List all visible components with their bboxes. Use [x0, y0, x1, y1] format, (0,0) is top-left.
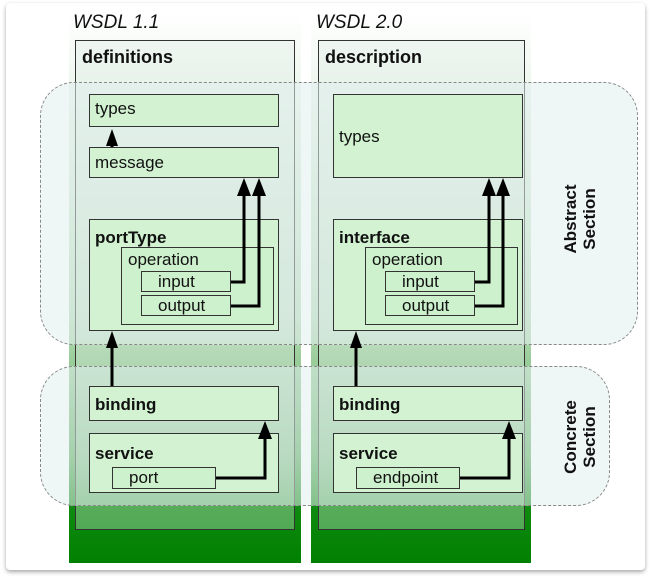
wsdl20-interface-label: interface — [339, 228, 410, 247]
wsdl11-service-label: service — [95, 444, 154, 463]
wsdl11-input-box: input — [141, 271, 231, 292]
definitions-label: definitions — [82, 47, 173, 67]
wsdl20-types-label: types — [339, 127, 380, 146]
wsdl20-types-box: types — [333, 94, 523, 178]
wsdl11-types-label: types — [95, 99, 136, 118]
wsdl11-message-label: message — [95, 153, 164, 172]
wsdl11-port-box: port — [112, 467, 216, 489]
wsdl20-output-label: output — [402, 296, 450, 315]
wsdl20-output-box: output — [385, 295, 475, 316]
wsdl11-output-label: output — [158, 296, 206, 315]
wsdl20-input-box: input — [385, 271, 475, 292]
wsdl11-porttype-label: portType — [95, 228, 167, 247]
abstract-section-label: Abstract Section — [561, 179, 599, 259]
wsdl20-operation-label: operation — [372, 250, 443, 269]
abstract-label-line2: Section — [580, 188, 599, 250]
wsdl20-input-label: input — [402, 272, 439, 291]
wsdl11-port-label: port — [129, 468, 159, 487]
wsdl11-title: WSDL 1.1 — [73, 12, 160, 33]
wsdl20-binding-label: binding — [339, 395, 401, 414]
wsdl11-operation-label: operation — [128, 250, 199, 269]
wsdl11-binding-box: binding — [89, 386, 279, 421]
concrete-section-label: Concrete Section — [561, 397, 599, 477]
description-label: description — [325, 47, 423, 67]
wsdl20-title: WSDL 2.0 — [316, 12, 403, 33]
wsdl20-endpoint-box: endpoint — [356, 467, 460, 489]
wsdl20-endpoint-label: endpoint — [373, 468, 439, 487]
concrete-label-line1: Concrete — [561, 400, 580, 474]
wsdl11-message-box: message — [89, 147, 279, 178]
wsdl20-service-label: service — [339, 444, 398, 463]
wsdl11-output-box: output — [141, 295, 231, 316]
abstract-label-line1: Abstract — [561, 184, 580, 254]
wsdl20-binding-box: binding — [333, 386, 523, 421]
wsdl11-input-label: input — [158, 272, 195, 291]
wsdl11-binding-label: binding — [95, 395, 157, 414]
concrete-label-line2: Section — [580, 406, 599, 468]
wsdl11-types-box: types — [89, 94, 279, 127]
